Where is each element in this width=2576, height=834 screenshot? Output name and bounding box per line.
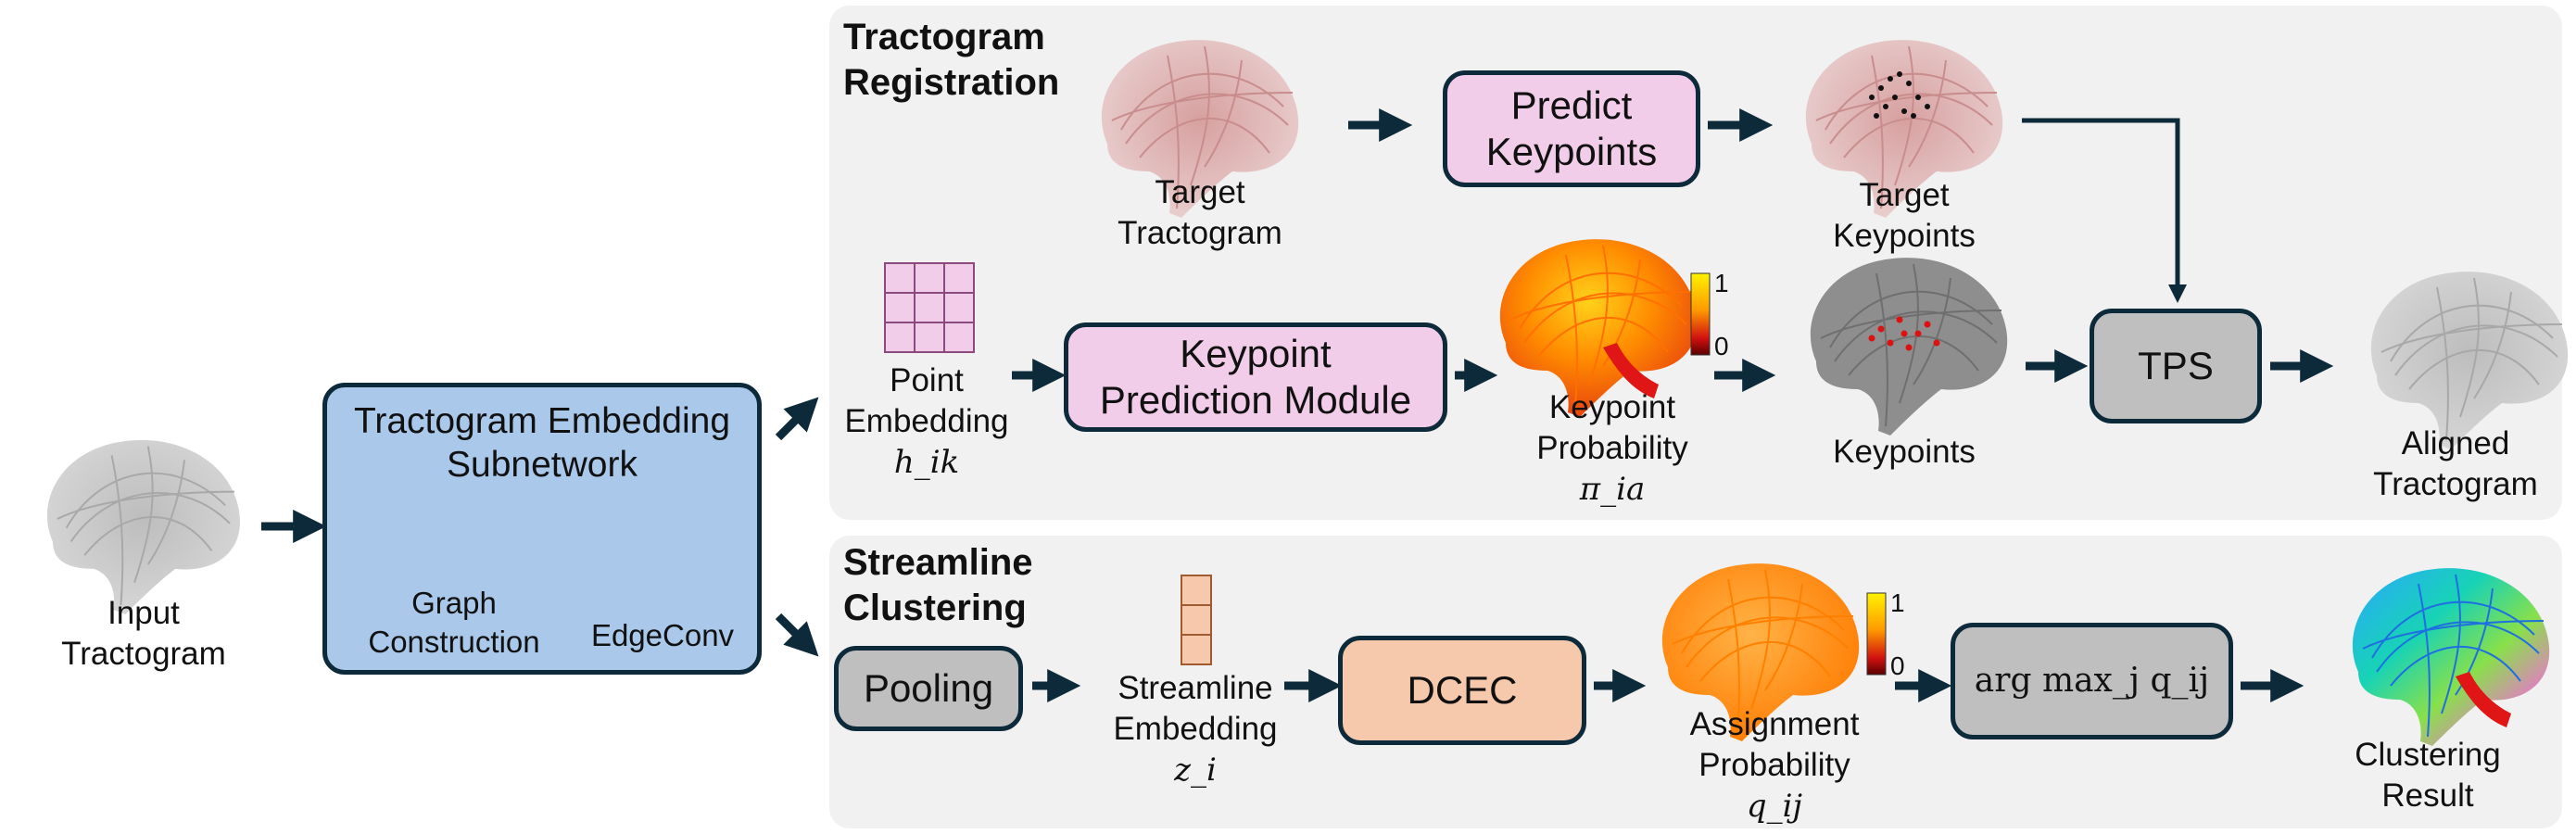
arrow-target-keypoints-to-tps <box>2022 118 2187 303</box>
point-embedding-line2: Embedding <box>844 403 1009 440</box>
embedding-subnetwork-title: Tractogram Embedding Subnetwork <box>354 400 730 487</box>
registration-title-line2: Registration <box>843 61 1060 103</box>
result-line1: Clustering <box>2355 737 2501 773</box>
graph-label-line2: Construction <box>368 624 540 659</box>
keypoints-label: Keypoints <box>1833 434 1976 470</box>
assignment-colorbar-min: 0 <box>1890 651 1905 680</box>
embedding-title-line1: Tractogram Embedding <box>353 401 731 441</box>
keypoint-probability-image <box>1499 239 1698 417</box>
keypoint-probability-label: Keypoint Probability π_ia <box>1496 387 1728 510</box>
target-keypoints-image <box>1805 40 2003 218</box>
clustering-title-line1: Streamline <box>843 542 1033 583</box>
streamline-embedding-line1: Streamline <box>1118 670 1273 706</box>
arrow-embedding-to-clustering <box>775 613 819 657</box>
predict-keypoints-line1: Predict <box>1510 82 1633 127</box>
kpm-line1: Keypoint <box>1180 331 1332 375</box>
keypoint-prob-line1: Keypoint <box>1548 389 1676 425</box>
graph-label-line1: Graph <box>411 586 497 620</box>
streamline-embedding-vector-icon <box>1181 575 1212 665</box>
point-embedding-grid-icon <box>884 262 975 353</box>
dcec-label: DCEC <box>1407 667 1518 712</box>
target-keypoints-line2: Keypoints <box>1833 218 1976 255</box>
argmax-box: arg max_j q_ij <box>1951 623 2233 739</box>
keypoint-prediction-module-box: Keypoint Prediction Module <box>1064 322 1447 432</box>
clustering-result-image <box>2352 568 2550 746</box>
result-line2: Result <box>2381 777 2474 815</box>
dcec-box: DCEC <box>1338 636 1586 745</box>
predict-keypoints-box: Predict Keypoints <box>1443 70 1700 187</box>
target-tractogram-line2: Tractogram <box>1118 215 1282 252</box>
edgeconv-label: EdgeConv <box>590 618 735 652</box>
input-label-line1: Input <box>107 595 180 631</box>
keypoint-prob-symbol: π_ia <box>1579 470 1646 508</box>
clustering-section-title: Streamline Clustering <box>843 540 1033 631</box>
flow-arrows <box>261 108 2334 702</box>
clustering-title-line2: Clustering <box>843 587 1027 628</box>
tps-box: TPS <box>2090 309 2262 423</box>
assignment-colorbar-max: 1 <box>1890 588 1905 617</box>
assignment-symbol: q_ij <box>1746 787 1803 825</box>
assignment-probability-label: Assignment Probability q_ij <box>1659 704 1890 827</box>
keypoint-colorbar <box>1690 272 1711 356</box>
predict-keypoints-line2: Keypoints <box>1485 130 1658 173</box>
assignment-line1: Assignment <box>1689 706 1860 742</box>
target-keypoints-label: Target Keypoints <box>1788 175 2020 258</box>
assignment-line2: Probability <box>1698 747 1850 784</box>
keypoints-image <box>1810 258 2008 436</box>
target-keypoints-line1: Target <box>1859 177 1950 213</box>
point-embedding-label: Point Embedding h_ik <box>829 360 1024 483</box>
point-embedding-line1: Point <box>890 362 964 398</box>
aligned-line1: Aligned <box>2401 425 2510 461</box>
keypoint-colorbar-max: 1 <box>1714 269 1729 297</box>
registration-section-title: Tractogram Registration <box>843 15 1059 106</box>
aligned-tractogram-label: Aligned Tractogram <box>2340 423 2571 506</box>
target-tractogram-line1: Target <box>1155 174 1245 210</box>
embedding-title-line2: Subnetwork <box>447 444 638 485</box>
input-tractogram-image <box>46 439 240 614</box>
point-embedding-symbol: h_ik <box>893 443 960 481</box>
assignment-colorbar <box>1866 592 1887 676</box>
graph-construction-label: Graph Construction <box>338 584 570 662</box>
streamline-embedding-symbol: z_i <box>1174 751 1217 789</box>
tps-label: TPS <box>2138 343 2214 387</box>
pooling-box: Pooling <box>834 646 1023 731</box>
pooling-label: Pooling <box>863 665 994 710</box>
registration-title-line1: Tractogram <box>843 17 1045 57</box>
streamline-embedding-label: Streamline Embedding z_i <box>1075 668 1316 790</box>
streamline-embedding-line2: Embedding <box>1113 711 1278 748</box>
clustering-result-label: Clustering Result <box>2312 735 2544 817</box>
argmax-label: arg max_j q_ij <box>1974 662 2210 701</box>
keypoint-prob-line2: Probability <box>1536 430 1688 467</box>
aligned-line2: Tractogram <box>2373 466 2538 503</box>
kpm-line2: Prediction Module <box>1099 378 1412 422</box>
input-tractogram-label: Input Tractogram <box>37 593 250 676</box>
arrow-embedding-to-registration <box>775 397 819 441</box>
target-tractogram-label: Target Tractogram <box>1075 172 1325 255</box>
embedding-subnetwork-box: Tractogram Embedding Subnetwork <box>322 383 762 675</box>
keypoint-colorbar-min: 0 <box>1714 332 1729 360</box>
input-label-line2: Tractogram <box>61 636 226 673</box>
